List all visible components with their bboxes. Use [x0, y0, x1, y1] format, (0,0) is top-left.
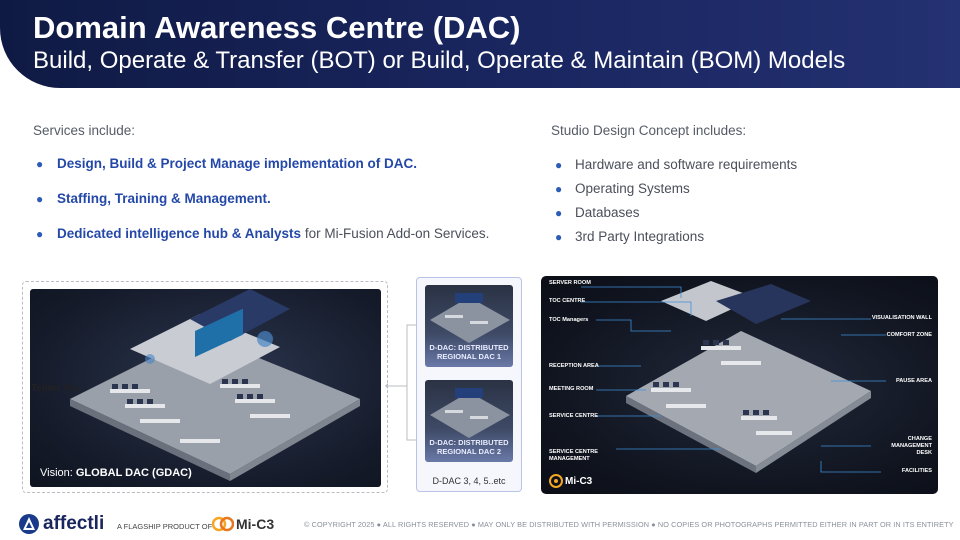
page-title: Domain Awareness Centre (DAC) — [33, 10, 521, 45]
connector-lines — [385, 324, 418, 441]
regional-more-label: D-DAC 3, 4, 5..etc — [432, 476, 506, 486]
label-toc-centre: TOC CENTRE — [549, 298, 586, 304]
bullet-icon: ● — [555, 206, 563, 220]
services-heading: Services include: — [33, 123, 136, 138]
label-toc-managers: TOC Managers — [549, 317, 589, 323]
mic3-logo: Mi-C3 — [212, 515, 274, 533]
services-list: ●Design, Build & Project Manage implemen… — [36, 156, 489, 261]
gdac-illustration: Vision: GLOBAL DAC (GDAC) — [30, 289, 381, 487]
page-subtitle: Build, Operate & Transfer (BOT) or Build… — [33, 47, 846, 74]
bullet-icon: ● — [555, 182, 563, 196]
affectli-logo-icon — [19, 514, 39, 534]
regional-thumbnail — [430, 388, 510, 438]
affectli-logo: affectli — [18, 513, 104, 535]
services-item: ●Staffing, Training & Management. — [36, 191, 271, 206]
label-comfort-zone: COMFORT ZONE — [886, 332, 932, 338]
services-item: ●Dedicated intelligence hub & Analysts f… — [36, 226, 490, 241]
studio-heading: Studio Design Concept includes: — [551, 123, 747, 138]
bullet-icon: ● — [555, 230, 563, 244]
studio-item: ●3rd Party Integrations — [555, 229, 705, 244]
label-change-mgmt: CHANGE MANAGEMENT DESK — [891, 436, 932, 456]
regional-card-1: D-DAC: DISTRIBUTED REGIONAL DAC 1 — [425, 285, 513, 367]
side-label: Tejion Toc — [31, 383, 80, 394]
floorplan-illustration — [70, 289, 360, 481]
label-facilities: FACILITIES — [901, 468, 932, 474]
bullet-icon: ● — [36, 157, 44, 171]
studio-illustration: SERVER ROOM TOC CENTRE TOC Managers RECE… — [541, 276, 938, 494]
label-visualisation: VISUALISATION WALL — [871, 315, 932, 321]
label-server-room: SERVER ROOM — [549, 280, 591, 286]
label-reception: RECEPTION AREA — [549, 363, 599, 369]
label-service-mgmt: SERVICE CENTRE MANAGEMENT — [549, 449, 599, 462]
label-pause-area: PAUSE AREA — [895, 378, 932, 384]
studio-floorplan — [581, 281, 886, 473]
studio-list: ●Hardware and software requirements ●Ope… — [555, 157, 797, 253]
bullet-icon: ● — [555, 158, 563, 172]
label-service-centre: SERVICE CENTRE — [549, 413, 599, 419]
regional-thumbnail — [430, 293, 510, 343]
gdac-caption: Vision: GLOBAL DAC (GDAC) — [40, 467, 192, 479]
label-meeting-room: MEETING ROOM — [549, 386, 594, 392]
mic3-logo-icon — [549, 474, 563, 488]
copyright-text: © COPYRIGHT 2025 ● ALL RIGHTS RESERVED ●… — [304, 520, 954, 529]
header-banner — [0, 0, 960, 88]
studio-item: ●Databases — [555, 205, 640, 220]
services-item: ●Design, Build & Project Manage implemen… — [36, 156, 418, 171]
studio-logo: Mi-C3 — [549, 474, 592, 488]
mic3-logo-icon — [212, 516, 234, 532]
bullet-icon: ● — [36, 192, 44, 206]
regional-card-2: D-DAC: DISTRIBUTED REGIONAL DAC 2 — [425, 380, 513, 462]
studio-item: ●Operating Systems — [555, 181, 690, 196]
flagship-text: A FLAGSHIP PRODUCT OF — [117, 522, 213, 531]
bullet-icon: ● — [36, 227, 44, 241]
studio-item: ●Hardware and software requirements — [555, 157, 798, 172]
